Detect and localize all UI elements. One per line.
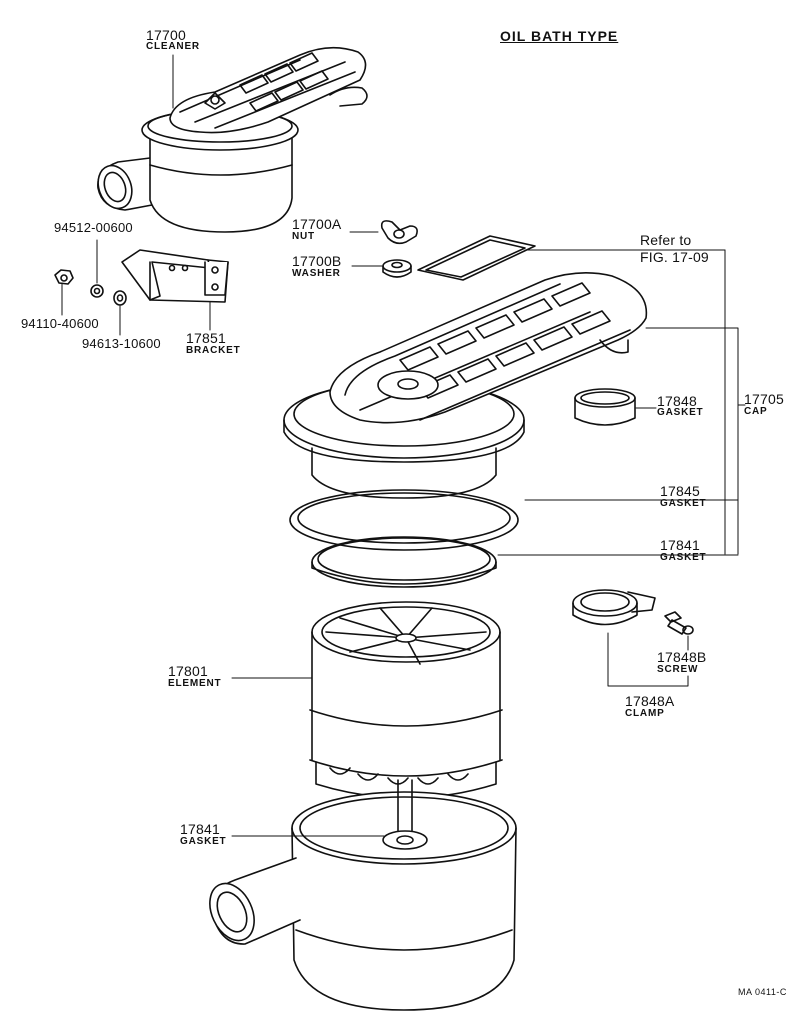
part-name-cleaner: CLEANER [146,41,200,52]
part-name-element: ELEMENT [168,678,222,689]
part-name-gasket-17841-upper: GASKET [660,552,707,563]
part-name-gasket-17841-lower: GASKET [180,836,227,847]
element-drawing [310,602,502,798]
refer-figure-text: FIG. 17-09 [640,249,709,265]
part-number-94512: 94512-00600 [54,220,133,235]
part-number-17848a: 17848A [625,693,675,709]
oil-bowl-drawing [201,780,516,1010]
figure-code: MA 0411-C [738,987,787,997]
part-name-screw: SCREW [657,664,699,675]
part-number-17845: 17845 [660,483,700,499]
part-name-washer: WASHER [292,268,341,279]
part-name-gasket-17845: GASKET [660,498,707,509]
part-number-17700a: 17700A [292,216,342,232]
assembled-cleaner-drawing [92,48,367,232]
part-name-clamp: CLAMP [625,708,665,719]
lock-washer-drawing [91,285,103,297]
part-number-17700: 17700 [146,27,186,43]
part-number-17801: 17801 [168,663,208,679]
cap-drawing [284,273,646,498]
part-number-17705: 17705 [744,391,784,407]
part-number-17841-lower: 17841 [180,821,220,837]
part-name-bracket: BRACKET [186,345,241,356]
part-number-94110: 94110-40600 [21,316,99,331]
part-name-cap: CAP [744,406,768,417]
washer-drawing [383,260,411,277]
part-number-94613: 94613-10600 [82,336,161,351]
gasket-17841-upper-drawing [312,537,496,587]
wing-nut-drawing [382,221,417,243]
part-number-17848: 17848 [657,393,697,409]
screw-drawing [665,612,693,634]
hex-nut-drawing [55,270,73,284]
diagram-title: OIL BATH TYPE [500,28,619,44]
refer-to-text: Refer to [640,232,692,248]
part-name-nut: NUT [292,231,315,242]
leader-lines [173,55,745,836]
gasket-17845-drawing [290,490,518,550]
clamp-drawing [573,590,655,625]
flat-washer-drawing [114,291,126,305]
part-number-17848b: 17848B [657,649,707,665]
part-number-17841-upper: 17841 [660,537,700,553]
part-number-17851: 17851 [186,330,226,346]
gasket-17848-drawing [575,389,635,425]
part-name-gasket-17848: GASKET [657,407,704,418]
bracket-drawing [122,250,228,302]
part-number-17700b: 17700B [292,253,342,269]
cover-plate-drawing [418,236,535,280]
